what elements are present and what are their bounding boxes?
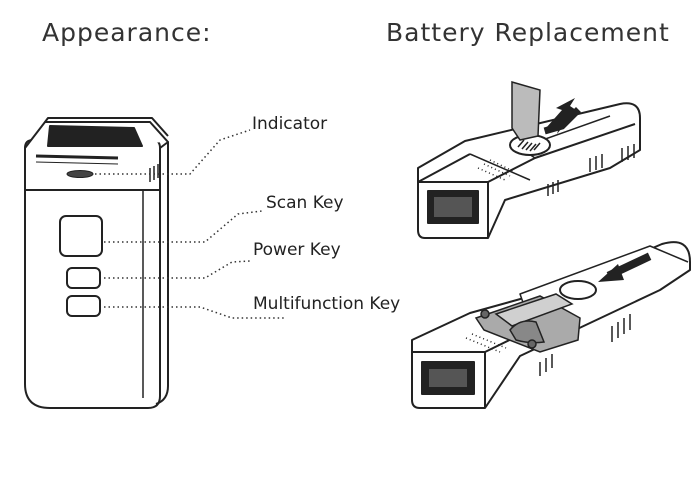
multifunction-key-leader (104, 306, 286, 319)
power-key-label: Power Key (253, 240, 341, 260)
power-key-icon (66, 267, 101, 289)
multifunction-key-icon (66, 295, 101, 317)
latch-grip-icon (517, 139, 541, 152)
arrow-insert-icon (598, 252, 652, 282)
cover-latch-icon (559, 280, 597, 300)
indicator-led-icon (66, 170, 94, 178)
scan-key-icon (59, 215, 103, 257)
scan-key-leader (104, 210, 263, 243)
power-key-leader (104, 260, 251, 279)
multifunction-key-label: Multifunction Key (253, 294, 401, 314)
scanner-front-view (24, 117, 169, 409)
indicator-leader (95, 129, 251, 175)
scan-key-label: Scan Key (266, 193, 344, 213)
battery-replacement-title: Battery Replacement (386, 18, 670, 47)
indicator-label: Indicator (252, 114, 328, 134)
leader-lines (95, 129, 286, 319)
battery-step-1-illustration (417, 102, 641, 239)
battery-cover-tab-icon (511, 81, 541, 141)
appearance-title: Appearance: (42, 18, 212, 47)
battery-compartment-icon (474, 293, 581, 353)
